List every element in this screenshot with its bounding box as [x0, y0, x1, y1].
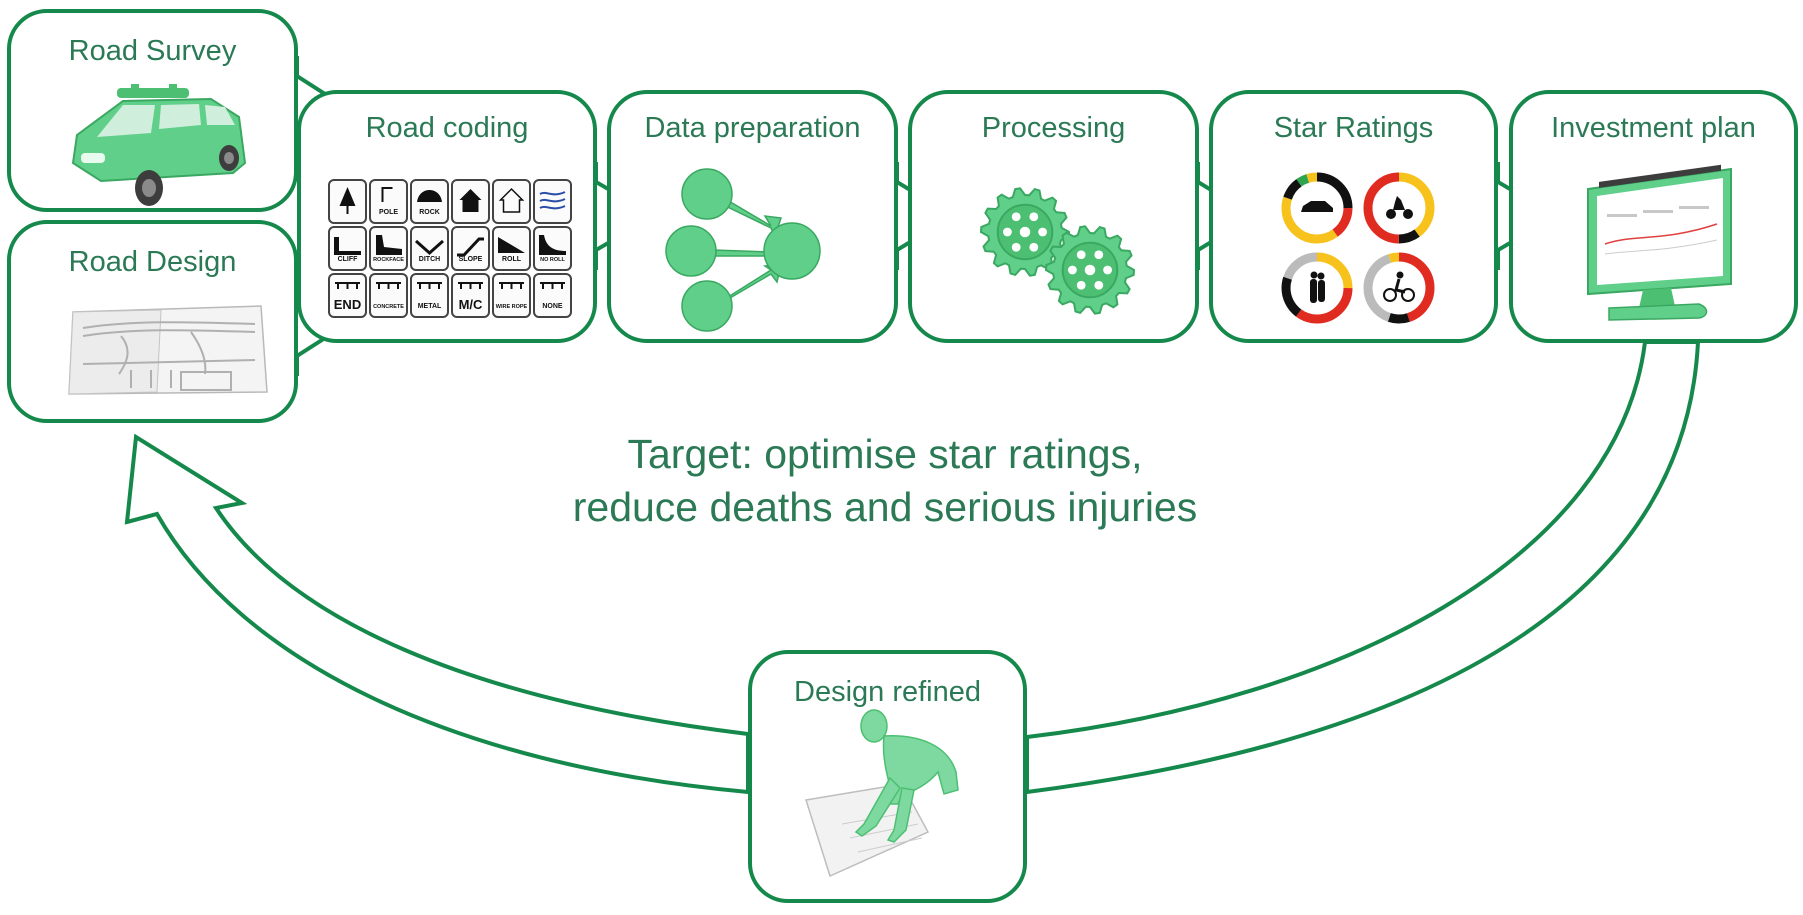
survey-van-icon	[71, 84, 247, 206]
coding-tile: ROCKFACE	[369, 226, 408, 271]
coding-tile-label: M/C	[459, 297, 483, 312]
rating-donut	[1363, 252, 1435, 324]
rating-donut	[1281, 172, 1353, 244]
data-merge-icon	[665, 168, 821, 332]
monitor-chart-icon	[1587, 164, 1732, 321]
target-line-2: reduce deaths and serious injuries	[572, 484, 1198, 530]
coding-tile: SLOPE	[451, 226, 490, 271]
coding-tile	[328, 179, 367, 224]
coding-tile: ROLL	[492, 226, 531, 271]
rating-donut	[1363, 172, 1435, 244]
step-title: Road Survey	[68, 35, 237, 67]
step-title: Investment plan	[1551, 112, 1756, 144]
coding-tile-label: METAL	[418, 303, 442, 310]
coding-tile-label: ROLL	[502, 256, 522, 263]
step-processing: Processing	[908, 90, 1199, 343]
coding-tile: CLIFF	[328, 226, 367, 271]
coding-tile-label: SLOPE	[459, 256, 483, 263]
loop-arrow-refined-to-design	[124, 433, 750, 795]
coding-tile-label: DITCH	[419, 256, 440, 263]
coding-tile: ROCK	[410, 179, 449, 224]
road-attribute-tiles-icon: POLE ROCK CLIFF ROCKFACE DITCH SLOPE ROLL NO RO…	[328, 179, 572, 318]
coding-tile-label: END	[334, 297, 361, 312]
step-title: Star Ratings	[1273, 112, 1434, 144]
step-title: Data preparation	[644, 112, 861, 144]
coding-tile-label: WIRE ROPE	[496, 304, 528, 310]
coding-tile	[451, 179, 490, 224]
coding-tile: POLE	[369, 179, 408, 224]
step-investment-plan: Investment plan	[1509, 90, 1798, 343]
coding-tile-label: POLE	[379, 209, 398, 216]
coding-tile: METAL	[410, 273, 449, 318]
step-road-survey: Road Survey	[7, 9, 298, 212]
star-rating-donuts-icon	[1281, 172, 1435, 324]
coding-tile-label: CLIFF	[338, 256, 359, 263]
target-statement: Target: optimise star ratings, reduce de…	[480, 428, 1290, 534]
gears-icon	[979, 187, 1136, 315]
coding-tile-label: CONCRETE	[373, 304, 404, 310]
coding-tile: CONCRETE	[369, 273, 408, 318]
person-drawing-icon	[805, 709, 959, 878]
step-title: Road coding	[365, 112, 529, 144]
coding-tile-label: NONE	[542, 303, 563, 310]
coding-tile: NONE	[533, 273, 572, 318]
step-road-design: Road Design	[7, 220, 298, 423]
coding-tile-label: ROCK	[419, 209, 440, 216]
coding-tile	[533, 179, 572, 224]
step-star-ratings: Star Ratings	[1209, 90, 1498, 343]
coding-tile: DITCH	[410, 226, 449, 271]
step-title: Road Design	[68, 246, 237, 278]
step-data-preparation: Data preparation	[607, 90, 898, 343]
coding-tile	[492, 179, 531, 224]
target-line-1: Target: optimise star ratings,	[627, 431, 1143, 477]
coding-tile-label: NO ROLL	[540, 257, 565, 263]
coding-tile: M/C	[451, 273, 490, 318]
road-plan-drawing-icon	[68, 305, 268, 395]
coding-tile-label: ROCKFACE	[373, 257, 404, 263]
step-title: Design refined	[794, 676, 981, 708]
step-road-coding: Road coding POLE ROCK CLIFF ROCKFACE DITCH SL…	[297, 90, 597, 343]
coding-tile: NO ROLL	[533, 226, 572, 271]
step-design-refined: Design refined	[748, 650, 1027, 903]
loop-arrow-plan-to-refined	[1025, 340, 1700, 794]
coding-tile: END	[328, 273, 367, 318]
rating-donut	[1281, 252, 1353, 324]
step-title: Processing	[981, 112, 1126, 144]
coding-tile: WIRE ROPE	[492, 273, 531, 318]
